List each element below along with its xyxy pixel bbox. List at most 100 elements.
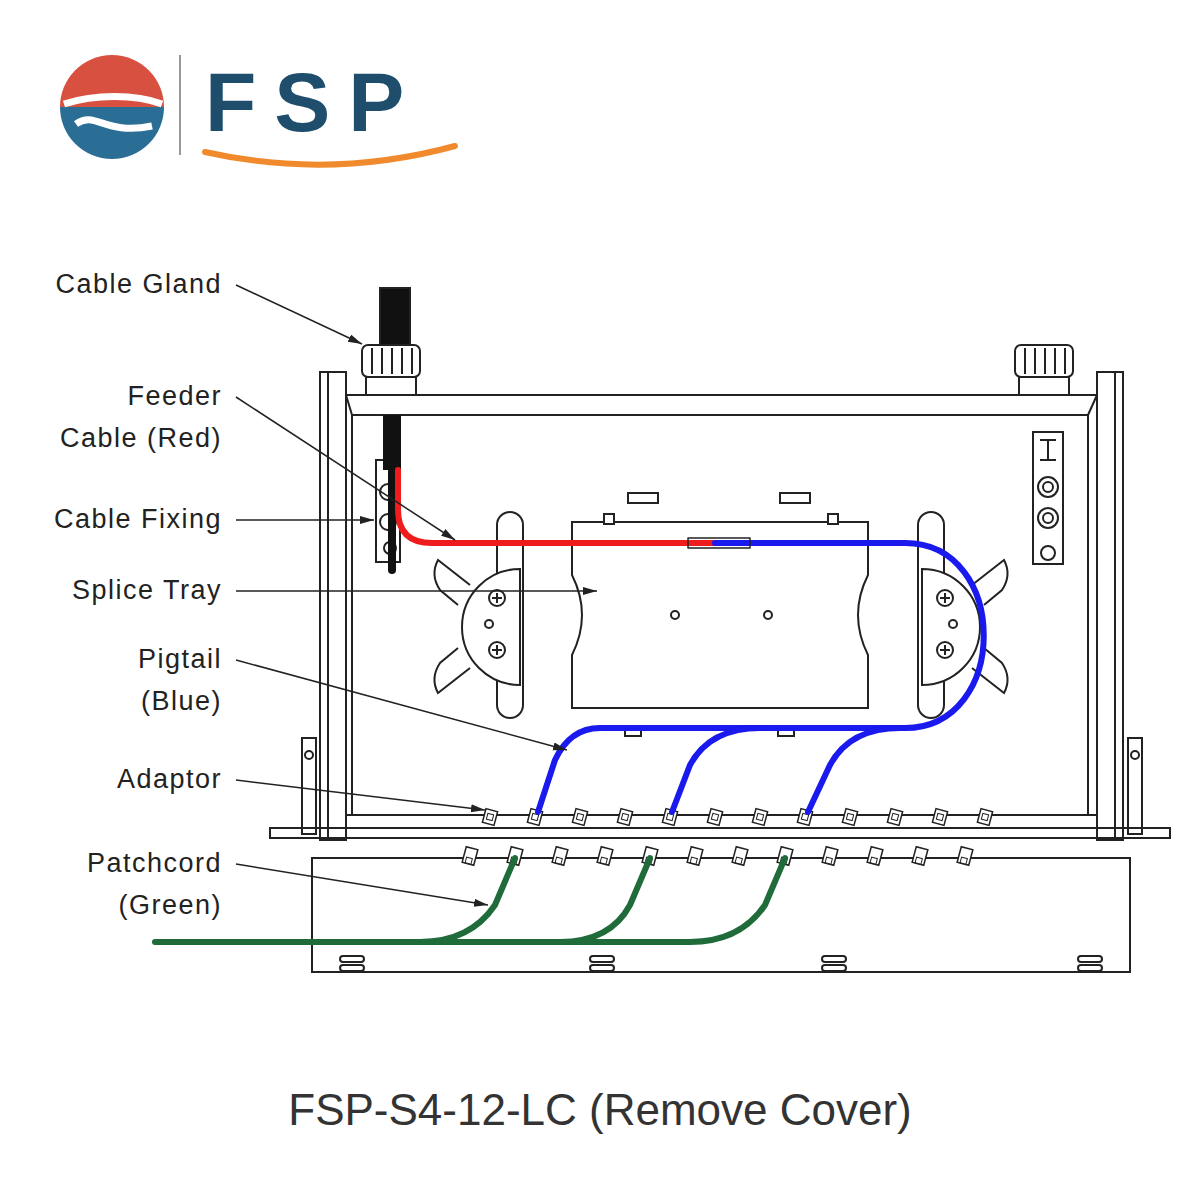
fiber-spool-part — [937, 590, 953, 606]
housing-part — [822, 965, 846, 971]
cable-gland-part — [401, 348, 403, 374]
leader-line-part — [236, 864, 488, 905]
splice-tray-part — [764, 611, 772, 619]
cable-fixing-part — [1038, 508, 1058, 528]
fiber-spool-part — [940, 593, 950, 603]
adaptor-row-part — [687, 847, 703, 866]
housing-part — [1128, 738, 1142, 834]
fiber-spool-part — [489, 642, 505, 658]
logo-mark-part — [76, 120, 152, 129]
cable-gland-part — [1034, 348, 1036, 374]
housing-part — [1087, 415, 1089, 815]
housing-part — [1088, 395, 1097, 415]
adaptor-row-part — [707, 809, 722, 826]
adaptor-row-part — [617, 809, 632, 826]
cable-fixing-part — [1033, 432, 1063, 564]
cable-gland-part — [411, 348, 413, 374]
fiber-cables-part — [398, 470, 715, 543]
logo-mark-part — [60, 55, 164, 107]
housing-part — [270, 828, 1170, 838]
leader-line-part — [236, 519, 374, 521]
splice-tray-part — [671, 611, 679, 619]
adaptor-row-part — [552, 847, 568, 866]
adaptor-row-part — [932, 809, 947, 826]
logo-mark-part — [179, 55, 181, 155]
adaptor-row-part — [822, 847, 838, 866]
logo-mark-part — [64, 97, 162, 105]
housing-part — [302, 738, 316, 834]
callout-label: Feeder Cable (Red) — [47, 375, 222, 459]
adaptor-row-part — [462, 847, 478, 866]
cable-gland-part — [366, 377, 416, 395]
leader-line-part — [236, 780, 485, 810]
housing-part — [1078, 965, 1102, 971]
adaptor-row-part — [977, 809, 992, 826]
housing-part — [1097, 372, 1123, 840]
fiber-cables-part — [538, 543, 984, 812]
leader-line-part — [236, 660, 567, 750]
fiber-spool-part — [462, 569, 520, 685]
housing-part — [305, 751, 313, 759]
housing-part — [590, 956, 614, 962]
cable-gland-part — [362, 345, 420, 377]
housing-part — [352, 414, 1088, 416]
leader-line — [236, 285, 597, 905]
cable-gland-part — [371, 348, 373, 374]
cable-fixing-part — [1043, 513, 1053, 523]
cable-gland-part — [1015, 345, 1073, 377]
cable-gland-part — [380, 288, 410, 348]
cable-fixing-part — [1043, 482, 1053, 492]
housing-part — [351, 415, 353, 815]
housing-part — [346, 395, 352, 415]
fiber-cables-part — [383, 415, 401, 470]
fiber-cables-part — [808, 728, 900, 812]
housing-part — [340, 965, 364, 971]
adaptor-row-part — [912, 847, 928, 866]
fiber-spool-part — [489, 590, 505, 606]
cable-gland-part — [1054, 348, 1056, 374]
adaptor-row — [462, 809, 992, 866]
splice-tray-part — [628, 493, 658, 503]
cable-gland-part — [1024, 348, 1026, 374]
housing-part — [1114, 372, 1116, 840]
housing-part — [1078, 956, 1102, 962]
fiber-spool-part — [485, 620, 493, 628]
leader-line-part — [236, 397, 455, 540]
logo-mark-part — [60, 107, 164, 159]
leader-line-part — [236, 285, 362, 344]
housing-part — [1131, 751, 1139, 759]
cable-fixing-part — [1041, 546, 1055, 560]
fiber-spool-part — [434, 648, 470, 693]
logo-mark-part — [205, 146, 455, 165]
fiber-cables-part — [560, 858, 785, 942]
fiber-cables-part — [672, 728, 760, 812]
caption: FSP-S4-12-LC (Remove Cover) — [0, 1082, 1200, 1138]
fiber-spool-part — [492, 593, 502, 603]
housing-part — [340, 956, 364, 962]
adaptor-row-part — [572, 809, 587, 826]
adaptor-row-part — [957, 847, 973, 866]
callout-label: Cable Gland — [22, 263, 222, 305]
adaptor-row-part — [842, 809, 857, 826]
housing-part — [346, 394, 1097, 396]
adaptor-row-part — [887, 809, 902, 826]
adaptor-row-part — [752, 809, 767, 826]
cable-gland-part — [1019, 377, 1069, 395]
housing-part — [312, 858, 1130, 972]
splice-tray-part — [828, 514, 838, 524]
callout-label: Patchcord (Green) — [47, 842, 222, 926]
cable-gland — [362, 288, 1073, 395]
cable-gland-part — [1044, 348, 1046, 374]
splice-tray-part — [572, 522, 868, 708]
adaptor-row-part — [732, 847, 748, 866]
splice-tray-part — [604, 514, 614, 524]
adaptor-row-part — [867, 847, 883, 866]
cable-gland-part — [381, 348, 383, 374]
housing-part — [327, 372, 329, 840]
adaptor-row-part — [482, 809, 497, 826]
splice-tray — [572, 493, 868, 736]
fiber-spool-part — [940, 645, 950, 655]
housing — [270, 372, 1170, 972]
fiber-cables-part — [688, 538, 750, 548]
